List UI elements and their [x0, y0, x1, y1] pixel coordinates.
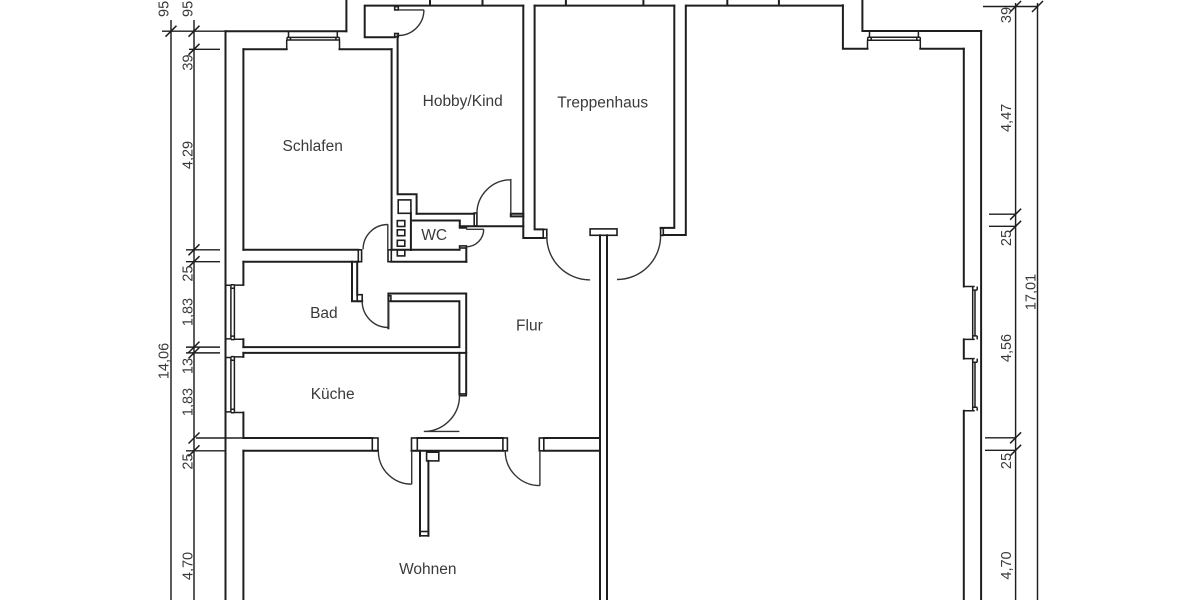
svg-text:39: 39	[999, 7, 1015, 23]
svg-text:4,47: 4,47	[999, 104, 1015, 132]
svg-text:95: 95	[156, 1, 172, 17]
svg-text:WC: WC	[421, 227, 447, 244]
svg-text:25: 25	[180, 453, 196, 469]
svg-text:Flur: Flur	[516, 318, 543, 335]
svg-text:Bad: Bad	[310, 305, 338, 322]
svg-text:Treppenhaus: Treppenhaus	[557, 94, 648, 111]
svg-text:4,56: 4,56	[999, 334, 1015, 362]
svg-text:1,83: 1,83	[180, 388, 196, 416]
svg-text:17,01: 17,01	[1024, 274, 1040, 310]
svg-text:39: 39	[180, 54, 196, 70]
svg-text:4,70: 4,70	[999, 551, 1015, 579]
svg-text:1,83: 1,83	[180, 298, 196, 326]
svg-text:95: 95	[180, 1, 196, 17]
svg-text:25: 25	[999, 230, 1015, 246]
svg-text:4,29: 4,29	[180, 141, 196, 169]
svg-text:Hobby/Kind: Hobby/Kind	[423, 93, 503, 110]
svg-text:4,70: 4,70	[180, 552, 196, 580]
svg-text:Küche: Küche	[311, 386, 355, 403]
svg-text:13: 13	[180, 358, 196, 374]
svg-text:Schlafen: Schlafen	[283, 138, 343, 155]
svg-text:25: 25	[999, 453, 1015, 469]
svg-text:25: 25	[180, 265, 196, 281]
svg-text:14,06: 14,06	[156, 343, 172, 379]
svg-text:Wohnen: Wohnen	[399, 561, 456, 578]
